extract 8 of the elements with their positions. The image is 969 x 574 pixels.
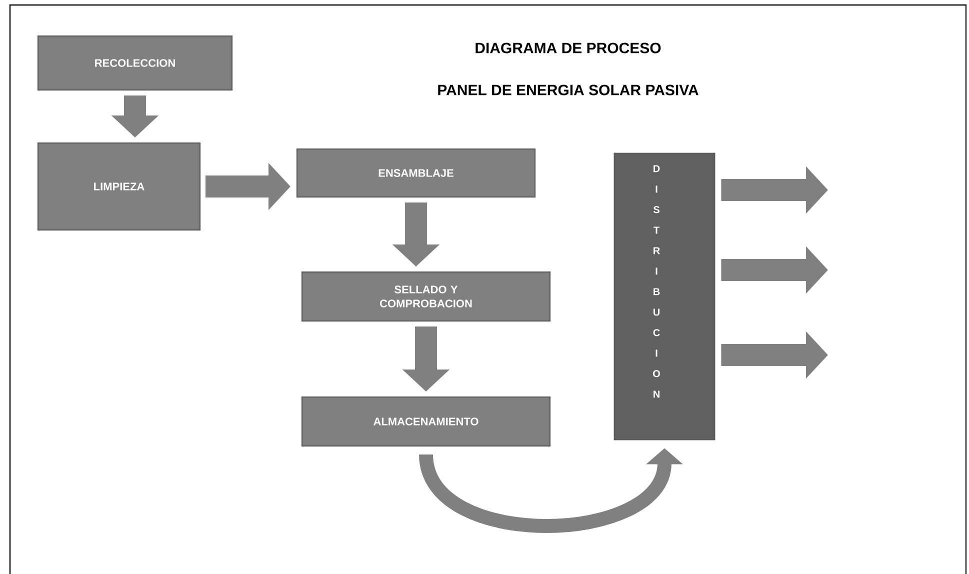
process-box: LIMPIEZA: [38, 142, 200, 230]
title: DIAGRAMA DE PROCESO: [476, 42, 661, 54]
process-box: SELLADO Y COMPROBACION: [302, 272, 550, 322]
vertical-box: DISTRIBUCION: [614, 152, 716, 440]
process-box: RECOLECCION: [38, 36, 232, 90]
subtitle: PANEL DE ENERGIA SOLAR PASIVA: [438, 84, 698, 96]
process-box: ALMACENAMIENTO: [302, 396, 550, 446]
process-box: ENSAMBLAJE: [296, 148, 536, 198]
